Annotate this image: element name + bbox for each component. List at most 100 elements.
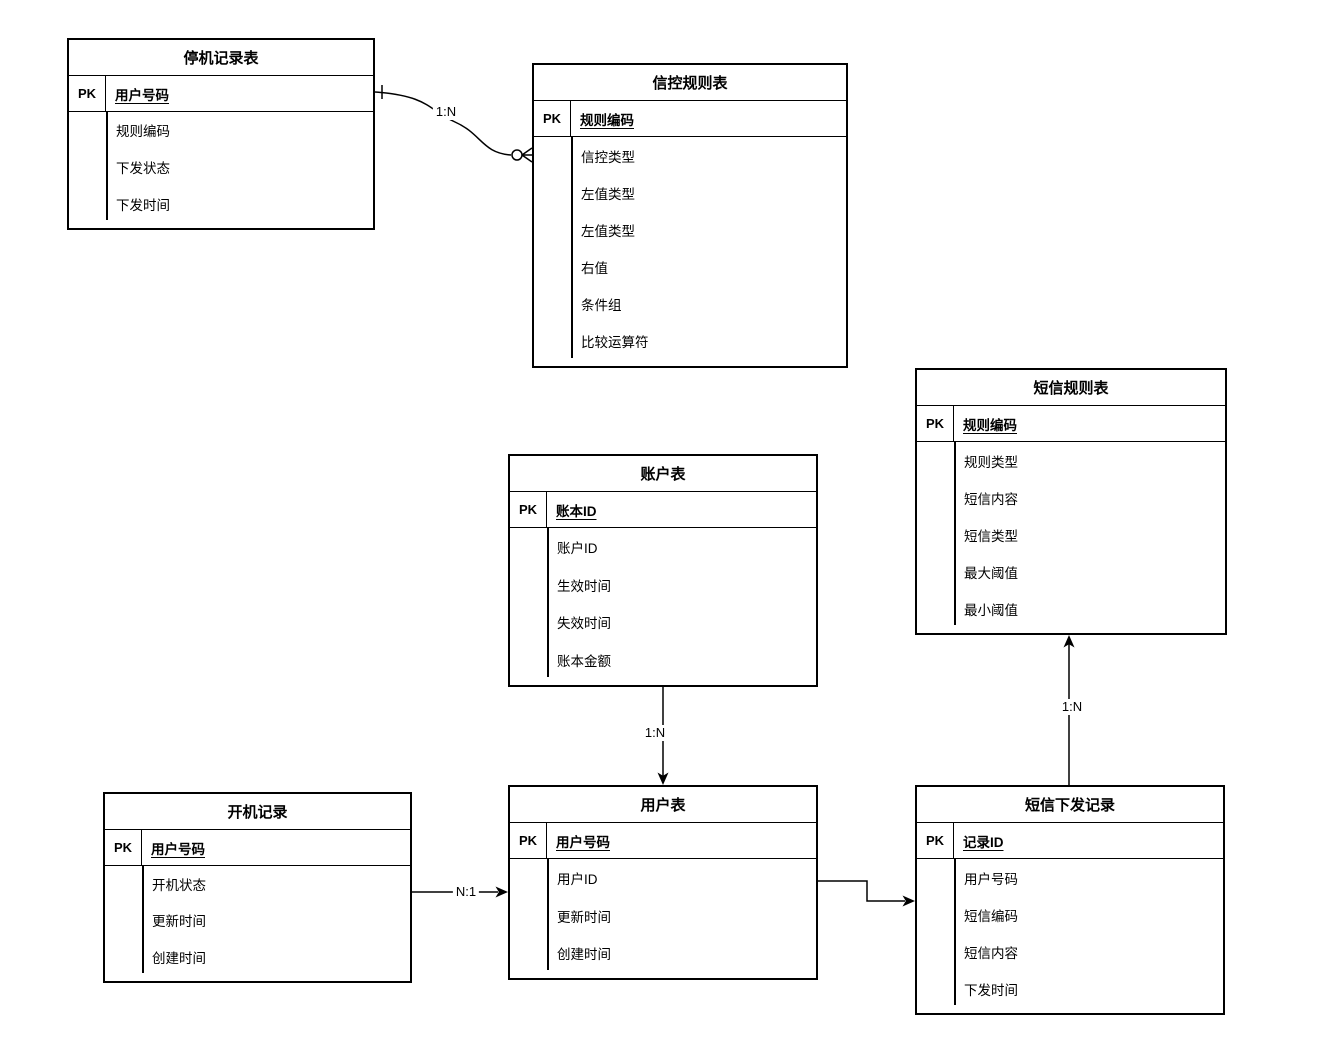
attribute-label: 生效时间 (557, 578, 611, 594)
pk-badge: PK (105, 830, 142, 865)
attribute-row: 短信内容 (917, 479, 1225, 516)
attribute-row: 用户号码 (917, 859, 1223, 896)
pk-field-label: 用户号码 (115, 87, 169, 103)
attribute-label: 下发时间 (116, 197, 170, 213)
entity-title: 短信下发记录 (917, 787, 1223, 823)
attribute-label: 规则编码 (116, 124, 170, 140)
cardinality-label-account-user: 1:N (641, 725, 669, 741)
attribute-label: 最大阈值 (964, 565, 1018, 581)
attribute-row: 右值 (534, 249, 846, 286)
arrowhead-right (902, 895, 915, 907)
attribute-list: 账户ID 生效时间失效时间账本金额 (510, 528, 816, 685)
pk-badge: PK (510, 492, 547, 527)
attribute-row: 规则编码 (69, 112, 373, 149)
attribute-row: 最小阈值 (917, 590, 1225, 627)
attribute-label: 条件组 (581, 298, 622, 314)
pk-badge: PK (534, 101, 571, 136)
entity-shutdown-record: 停机记录表 PK 用户号码 规则编码下发状态下发时间 (67, 38, 375, 230)
attribute-row: 条件组 (534, 286, 846, 323)
attribute-row: 生效时间 (510, 566, 816, 604)
attribute-label: 账户ID (557, 540, 598, 556)
attribute-list: 规则类型短信内容短信类型最大阈值最小阈值 (917, 442, 1225, 633)
pk-row: PK 用户号码 (510, 823, 816, 859)
entity-title: 账户表 (510, 456, 816, 492)
entity-account: 账户表 PK 账本ID 账户ID 生效时间失效时间账本金额 (508, 454, 818, 687)
attribute-label: 创建时间 (557, 947, 611, 963)
attribute-list: 用户ID 更新时间创建时间 (510, 859, 816, 978)
pk-row: PK 规则编码 (917, 406, 1225, 442)
pk-row: PK 记录ID (917, 823, 1223, 859)
attribute-row: 账户ID (510, 528, 816, 566)
attribute-row: 左值类型 (534, 211, 846, 248)
pk-row: PK 规则编码 (534, 101, 846, 137)
pk-field-label: 用户号码 (556, 834, 610, 850)
attribute-row: 开机状态 (105, 866, 410, 902)
attribute-row: 下发时间 (917, 970, 1223, 1007)
cardinality-label-poweron-user: N:1 (452, 884, 480, 900)
entity-sms-rules: 短信规则表 PK 规则编码 规则类型短信内容短信类型最大阈值最小阈值 (915, 368, 1227, 635)
attribute-label: 短信类型 (964, 528, 1018, 544)
attribute-row: 用户ID (510, 859, 816, 897)
crowfoot-many-marker (521, 147, 533, 163)
attribute-row: 规则类型 (917, 442, 1225, 479)
attribute-label: 最小阈值 (964, 602, 1018, 618)
entity-title: 信控规则表 (534, 65, 846, 101)
attribute-label: 右值 (581, 261, 608, 277)
attribute-row: 短信类型 (917, 516, 1225, 553)
attribute-label: 更新时间 (557, 909, 611, 925)
attribute-label: 更新时间 (152, 914, 206, 930)
attribute-label: 下发时间 (964, 982, 1018, 998)
attribute-label: 短信内容 (964, 491, 1018, 507)
entity-title: 短信规则表 (917, 370, 1225, 406)
cardinality-label-shutdown-credit: 1:N (432, 104, 460, 120)
attribute-row: 失效时间 (510, 604, 816, 642)
pk-row: PK 用户号码 (69, 76, 373, 112)
entity-sms-delivery-record: 短信下发记录 PK 记录ID 用户号码短信编码短信内容下发时间 (915, 785, 1225, 1015)
pk-badge: PK (510, 823, 547, 858)
attribute-row: 账本金额 (510, 641, 816, 679)
entity-title: 开机记录 (105, 794, 410, 830)
attribute-row: 更新时间 (510, 897, 816, 935)
pk-field-label: 用户号码 (151, 841, 205, 857)
entity-user: 用户表 PK 用户号码 用户ID 更新时间创建时间 (508, 785, 818, 980)
connector-shutdown-credit (374, 91, 512, 156)
attribute-label: 比较运算符 (581, 335, 649, 351)
attribute-row: 创建时间 (105, 939, 410, 975)
pk-field-label: 账本ID (556, 503, 597, 519)
cardinality-label-smsdelivery-smsrules: 1:N (1058, 699, 1086, 715)
attribute-row: 创建时间 (510, 934, 816, 972)
pk-field-label: 规则编码 (963, 417, 1017, 433)
attribute-label: 规则类型 (964, 454, 1018, 470)
attribute-row: 短信编码 (917, 896, 1223, 933)
attribute-label: 用户号码 (964, 871, 1018, 887)
attribute-label: 下发状态 (116, 161, 170, 176)
attribute-label: 开机状态 (152, 878, 206, 894)
pk-row: PK 账本ID (510, 492, 816, 528)
attribute-row: 信控类型 (534, 137, 846, 174)
attribute-label: 失效时间 (557, 616, 611, 632)
zero-marker (511, 149, 523, 161)
attribute-row: 最大阈值 (917, 553, 1225, 590)
attribute-label: 创建时间 (152, 950, 206, 966)
pk-row: PK 用户号码 (105, 830, 410, 866)
attribute-label: 左值类型 (581, 223, 635, 239)
pk-field-label: 记录ID (963, 834, 1004, 850)
attribute-list: 信控类型左值类型左值类型右值条件组比较运算符 (534, 137, 846, 366)
pk-badge: PK (917, 406, 954, 441)
attribute-row: 更新时间 (105, 902, 410, 938)
entity-poweron-record: 开机记录 PK 用户号码 开机状态更新时间创建时间 (103, 792, 412, 983)
entity-credit-control-rules: 信控规则表 PK 规则编码 信控类型左值类型左值类型右值条件组比较运算符 (532, 63, 848, 368)
arrowhead-up (1063, 635, 1075, 648)
attribute-label: 左值类型 (581, 186, 635, 202)
pk-badge: PK (917, 823, 954, 858)
attribute-list: 开机状态更新时间创建时间 (105, 866, 410, 981)
attribute-label: 短信编码 (964, 908, 1018, 924)
attribute-row: 下发时间 (69, 185, 373, 222)
entity-title: 用户表 (510, 787, 816, 823)
attribute-row: 下发状态 (69, 149, 373, 186)
entity-title: 停机记录表 (69, 40, 373, 76)
arrowhead-right (495, 886, 508, 898)
attribute-list: 用户号码短信编码短信内容下发时间 (917, 859, 1223, 1013)
pk-field-label: 规则编码 (580, 112, 634, 128)
